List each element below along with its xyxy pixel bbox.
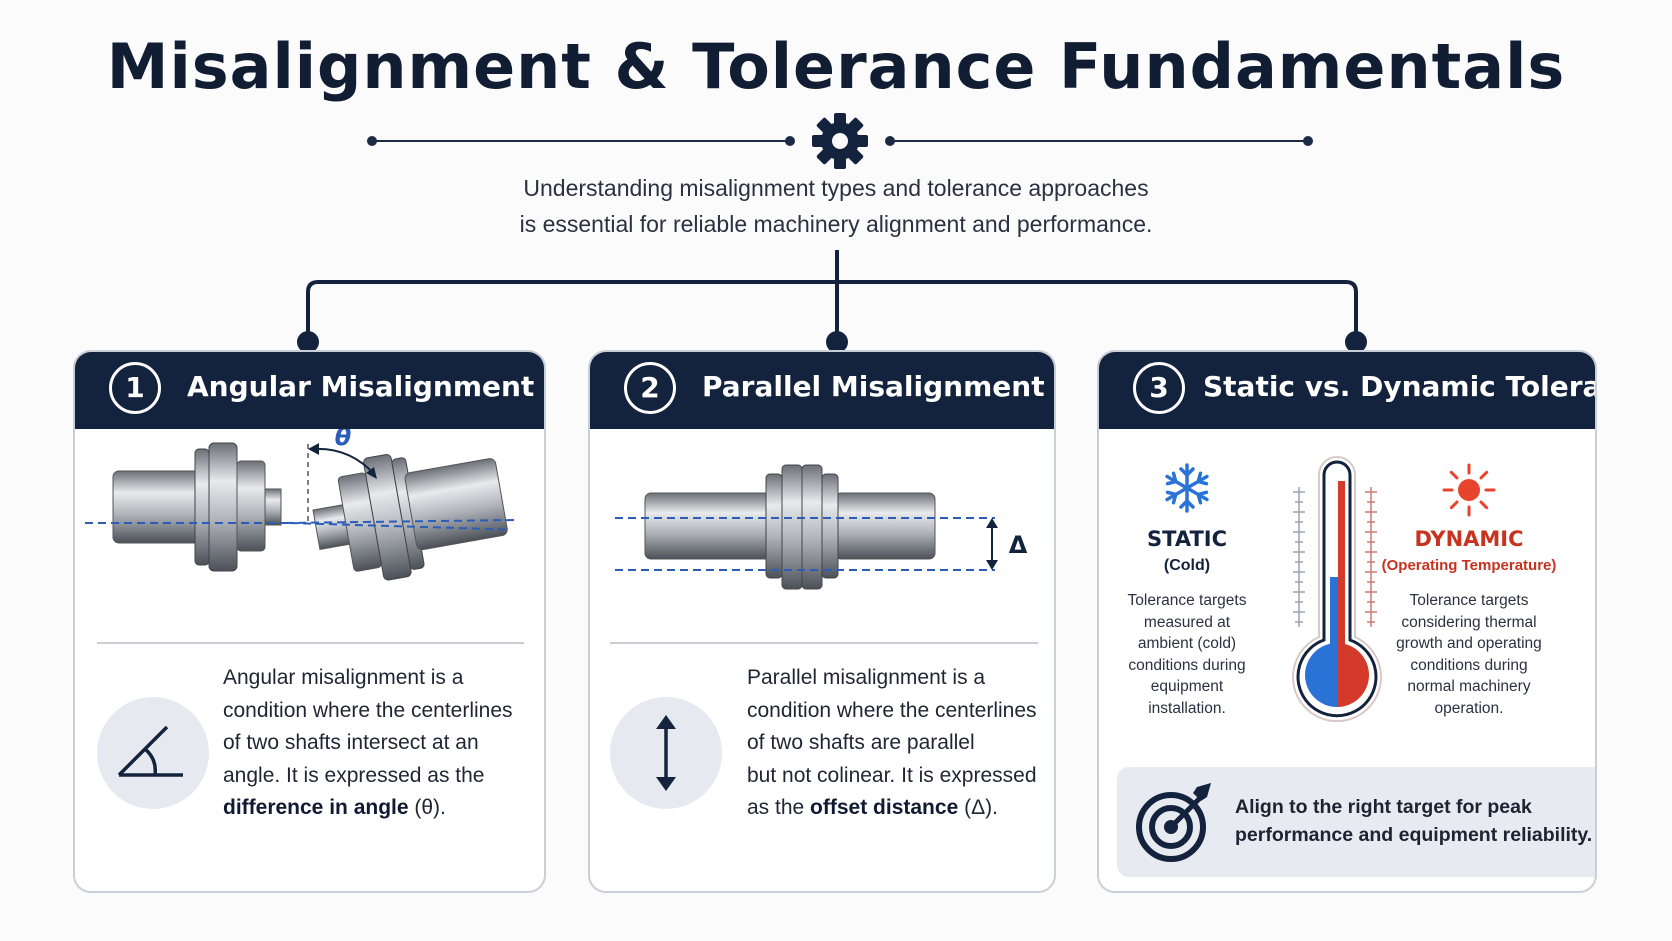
static-line: Tolerance targets [1127, 592, 1247, 609]
connector-node-2 [826, 331, 848, 353]
card-description: Angular misalignment is a condition wher… [223, 662, 513, 825]
card-angular-misalignment: 1 Angular Misalignment [73, 350, 546, 893]
target-line: Align to the right target for peak [1235, 796, 1532, 818]
parallel-misalignment-diagram: Δ [615, 464, 1028, 590]
static-line: measured at [1143, 613, 1231, 631]
angular-misalignment-diagram: θ [85, 429, 516, 581]
card-static-dynamic-tolerance: 3 Static vs. Dynamic Tolerance STATIC (C… [1097, 350, 1597, 893]
gear-icon [812, 113, 868, 169]
step-number-badge: 1 [109, 362, 161, 414]
dynamic-description: Tolerance targets considering thermal gr… [1389, 590, 1549, 719]
card-parallel-misalignment: 2 Parallel Misalignment Δ [588, 350, 1056, 893]
static-line: ambient (cold) [1137, 635, 1237, 652]
card-title: Parallel Misalignment [702, 370, 1045, 403]
desc-line: condition where the centerlines [223, 698, 513, 722]
page-title: Misalignment & Tolerance Fundamentals [106, 30, 1566, 103]
dynamic-line: considering thermal [1401, 613, 1537, 631]
double-arrow-vertical-icon [656, 715, 676, 791]
desc-line: difference in angle (θ). [223, 792, 513, 825]
card-header: 3 Static vs. Dynamic Tolerance [1099, 352, 1595, 429]
dynamic-title: DYNAMIC [1414, 527, 1524, 551]
static-line: equipment [1150, 678, 1224, 695]
dynamic-subtitle: (Operating Temperature) [1381, 557, 1557, 574]
divider [97, 642, 524, 644]
target-callout: Align to the right target for peak perfo… [1117, 767, 1595, 877]
thermometer-icon [1292, 456, 1382, 722]
offset-icon-circle [610, 697, 722, 809]
target-icon [1136, 783, 1211, 862]
card-header: 2 Parallel Misalignment [590, 352, 1054, 429]
angle-icon-circle [97, 697, 209, 809]
dynamic-line: growth and operating [1396, 635, 1542, 652]
desc-line: as the offset distance (Δ). [747, 792, 1037, 825]
desc-tail: (Δ). [958, 796, 998, 819]
desc-line: of two shafts intersect at an [223, 731, 479, 754]
divider [610, 642, 1038, 644]
connector-lines [297, 113, 1367, 353]
subtitle-line: is essential for reliable machinery alig… [519, 211, 1153, 237]
step-number-badge: 3 [1133, 362, 1185, 414]
static-line: installation. [1148, 699, 1226, 717]
desc-line: Angular misalignment is a [223, 666, 464, 689]
static-title: STATIC [1147, 527, 1227, 551]
static-line: conditions during [1128, 656, 1246, 674]
sun-icon [1442, 463, 1496, 517]
static-description: Tolerance targets measured at ambient (c… [1117, 590, 1257, 719]
connector-node-1 [297, 331, 319, 353]
card-header: 1 Angular Misalignment [75, 352, 544, 429]
angle-icon [117, 725, 183, 777]
target-message: Align to the right target for peak perfo… [1235, 793, 1592, 849]
desc-line: but not colinear. It is expressed [747, 763, 1037, 787]
emphasis-text: difference in angle [223, 796, 409, 819]
desc-line: of two shafts are parallel [747, 731, 975, 754]
desc-line: Parallel misalignment is a [747, 666, 986, 689]
dynamic-line: normal machinery [1407, 678, 1531, 695]
dynamic-line: Tolerance targets [1409, 592, 1529, 609]
desc-line: condition where the centerlines [747, 698, 1037, 722]
static-subtitle: (Cold) [1163, 557, 1211, 574]
step-number-badge: 2 [624, 362, 676, 414]
delta-label: Δ [1009, 531, 1028, 559]
card-title: Angular Misalignment [187, 370, 535, 403]
subtitle: Understanding misalignment types and tol… [0, 170, 1672, 242]
desc-tail: (θ). [408, 796, 446, 819]
dynamic-line: conditions during [1410, 656, 1528, 674]
target-line: performance and equipment reliability. [1235, 824, 1593, 846]
dynamic-line: operation. [1434, 699, 1504, 717]
desc-line: angle. It is expressed as the [223, 763, 485, 787]
snowflake-icon [1165, 463, 1209, 513]
connector-node-3 [1345, 331, 1367, 353]
emphasis-text: offset distance [810, 796, 959, 819]
subtitle-line: Understanding misalignment types and tol… [523, 175, 1149, 201]
card-description: Parallel misalignment is a condition whe… [747, 662, 1037, 825]
desc-pre: as the [747, 796, 811, 819]
theta-label: θ [335, 429, 352, 451]
card-title: Static vs. Dynamic Tolerance [1203, 370, 1595, 403]
